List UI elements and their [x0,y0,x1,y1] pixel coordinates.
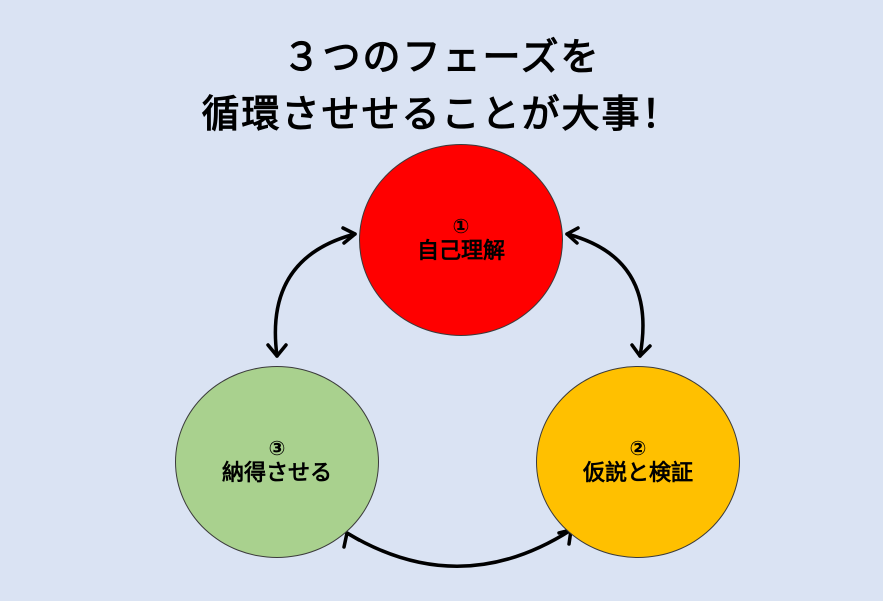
diagram-title-line-2: 循環させせることが大事！ [201,92,682,136]
arrowhead-phase2-end [630,343,652,358]
arrowhead-phase3-bottom-end [342,531,361,549]
phase-3-circle: ③ 納得させる [175,366,379,558]
arrowhead-phase3-end [266,343,288,358]
phase-1-number: ① [452,214,470,239]
arrow-phase3-phase2 [345,528,573,568]
phase-3-label: 納得させる [221,461,332,487]
phase-1-label: 自己理解 [416,239,505,265]
phase-3-number: ③ [268,436,286,461]
arrow-phase1-phase2 [565,232,645,358]
phase-2-label: 仮説と検証 [582,461,693,487]
phase-2-number: ② [629,436,647,461]
arrow-phase1-phase3 [273,232,357,358]
arrowhead-phase1-right-end [565,226,580,245]
phase-2-circle: ② 仮説と検証 [536,366,740,558]
diagram-title-line-1: ３つのフェーズを [282,35,601,79]
arrowhead-phase1-end [341,226,357,245]
phase-1-circle: ① 自己理解 [359,144,563,336]
